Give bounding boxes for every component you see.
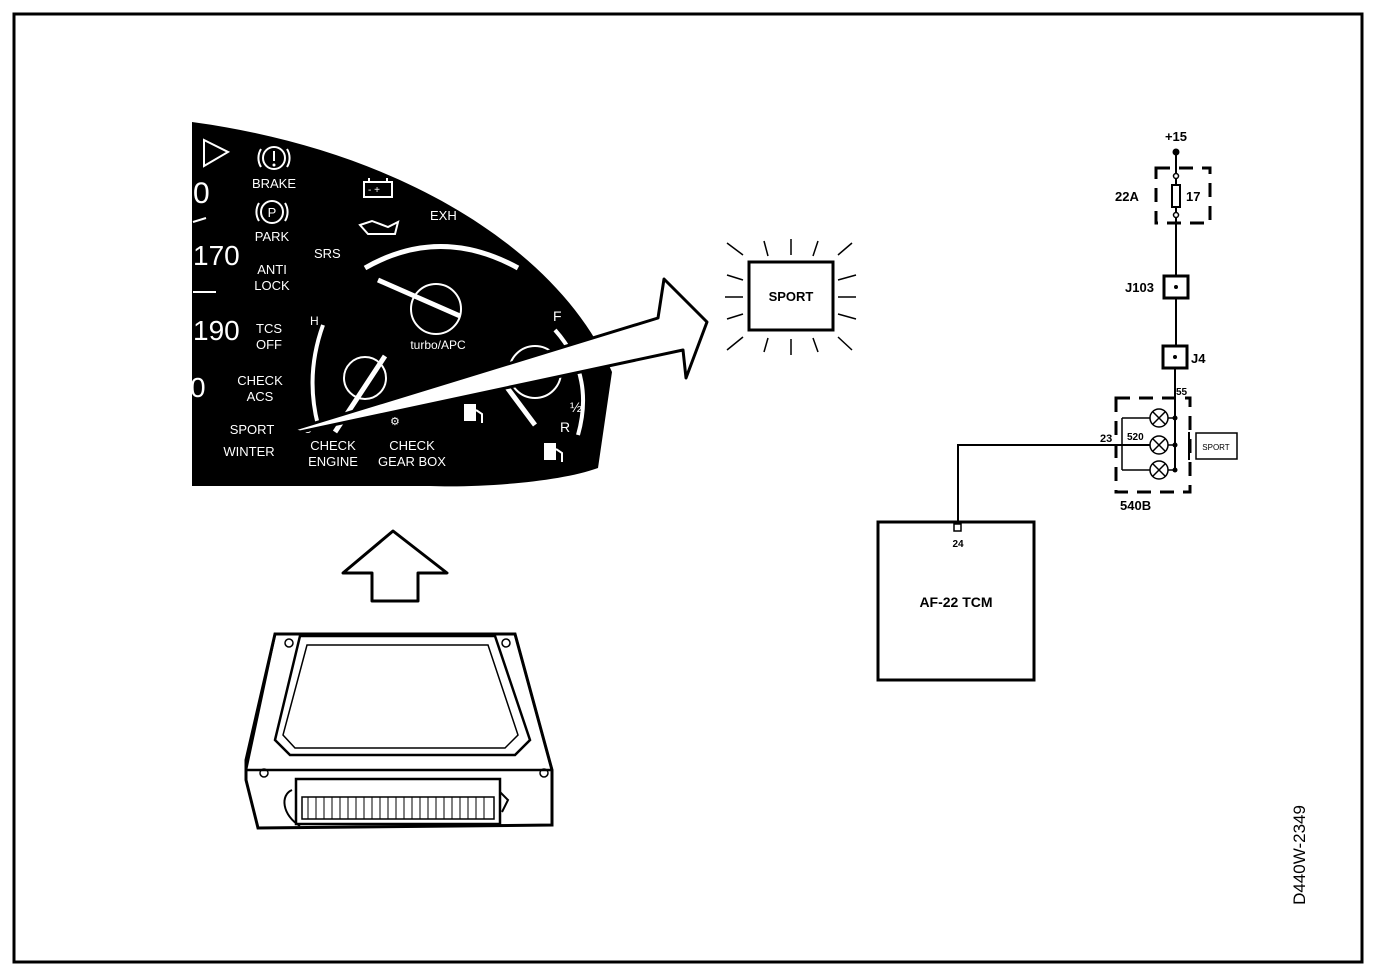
sport-winter-label-1: SPORT bbox=[230, 422, 275, 437]
sport-lamp-label: SPORT bbox=[769, 289, 814, 304]
check-acs-label-2: ACS bbox=[247, 389, 274, 404]
srs-label: SRS bbox=[314, 246, 341, 261]
connector-j103-label: J103 bbox=[1125, 280, 1154, 295]
connector-pins bbox=[307, 797, 485, 819]
svg-text:- +: - + bbox=[368, 185, 380, 196]
outer-frame bbox=[12, 12, 1364, 964]
speed-label-170: 170 bbox=[193, 240, 240, 271]
tcs-off-label-2: OFF bbox=[256, 337, 282, 352]
fuel-gauge-half: ½ bbox=[570, 399, 582, 415]
pointer-arrow bbox=[290, 277, 709, 434]
temp-gauge-h: H bbox=[310, 314, 319, 328]
speed-tick bbox=[192, 217, 207, 223]
oil-pressure-icon bbox=[358, 219, 400, 235]
fuel-pump-icon bbox=[464, 404, 483, 423]
tcm-pin-label: 24 bbox=[952, 539, 964, 550]
fuse-number: 17 bbox=[1186, 189, 1200, 204]
check-acs-label-1: CHECK bbox=[237, 373, 283, 388]
cluster-panel bbox=[192, 122, 612, 487]
battery-icon: - + bbox=[363, 178, 393, 198]
check-engine-label-2: ENGINE bbox=[308, 454, 358, 469]
check-gear-box-label-1: CHECK bbox=[389, 438, 435, 453]
exh-label: EXH bbox=[430, 208, 457, 223]
turbo-gauge-label: turbo/APC bbox=[410, 338, 466, 352]
instrument-cluster: 0 170 190 0 BRAKE P PARK SRS ANTI LOCK T… bbox=[190, 122, 612, 487]
lamp-unit-label: 540B bbox=[1120, 498, 1151, 513]
pin-55-label: 55 bbox=[1176, 387, 1188, 398]
fuse-icon bbox=[1171, 184, 1181, 208]
speed-label-0b: 0 bbox=[190, 372, 206, 403]
sport-tag-label: SPORT bbox=[1202, 443, 1230, 452]
check-gear-box-label-2: GEAR BOX bbox=[378, 454, 446, 469]
tcm-box bbox=[876, 520, 1036, 682]
tcs-off-label-1: TCS bbox=[256, 321, 282, 336]
gearbox-warning-icon: ⚙ bbox=[390, 416, 400, 428]
supply-label: +15 bbox=[1165, 129, 1187, 144]
park-brake-icon: P bbox=[255, 200, 289, 224]
wiring-schematic: +15 22A 17 J103 J4 55 23 520 540B bbox=[876, 129, 1238, 682]
fuse-box bbox=[1154, 166, 1212, 225]
lamp-rays bbox=[725, 239, 857, 355]
brake-warning-icon bbox=[257, 146, 291, 170]
up-arrow bbox=[341, 529, 449, 603]
anti-lock-label-2: LOCK bbox=[254, 278, 290, 293]
tcm-pin bbox=[953, 523, 962, 532]
fuel-gauge-f: F bbox=[553, 308, 562, 324]
tcm-module-illustration bbox=[244, 632, 554, 830]
bulb-icon bbox=[1149, 460, 1169, 480]
connector-j4-label: J4 bbox=[1191, 351, 1206, 366]
turn-arrow-icon bbox=[203, 138, 231, 168]
park-label: PARK bbox=[255, 229, 290, 244]
fuse-box-label: 22A bbox=[1115, 189, 1139, 204]
fuel-pump-icon bbox=[544, 443, 563, 462]
pin-23-label: 23 bbox=[1100, 433, 1112, 445]
sport-tag bbox=[1195, 432, 1238, 460]
brake-label: BRAKE bbox=[252, 176, 296, 191]
figure-id: D440W-2349 bbox=[1290, 805, 1309, 905]
sport-winter-label-2: WINTER bbox=[223, 444, 274, 459]
svg-text:P: P bbox=[268, 205, 277, 220]
speed-label-190: 190 bbox=[193, 315, 240, 346]
wire-tcm-to-lamp bbox=[957, 444, 1150, 524]
sport-lamp: SPORT bbox=[725, 239, 857, 355]
tcm-label: AF-22 TCM bbox=[919, 594, 992, 610]
check-engine-label-1: CHECK bbox=[310, 438, 356, 453]
bulb-icon bbox=[1149, 408, 1169, 428]
anti-lock-label-1: ANTI bbox=[257, 262, 287, 277]
turbo-gauge bbox=[363, 244, 520, 335]
bulb-icon bbox=[1149, 435, 1169, 455]
pin-520-label: 520 bbox=[1127, 432, 1144, 443]
speed-label-0: 0 bbox=[193, 177, 210, 210]
sport-lamp-box bbox=[747, 260, 835, 332]
fuel-gauge-r: R bbox=[560, 419, 570, 435]
